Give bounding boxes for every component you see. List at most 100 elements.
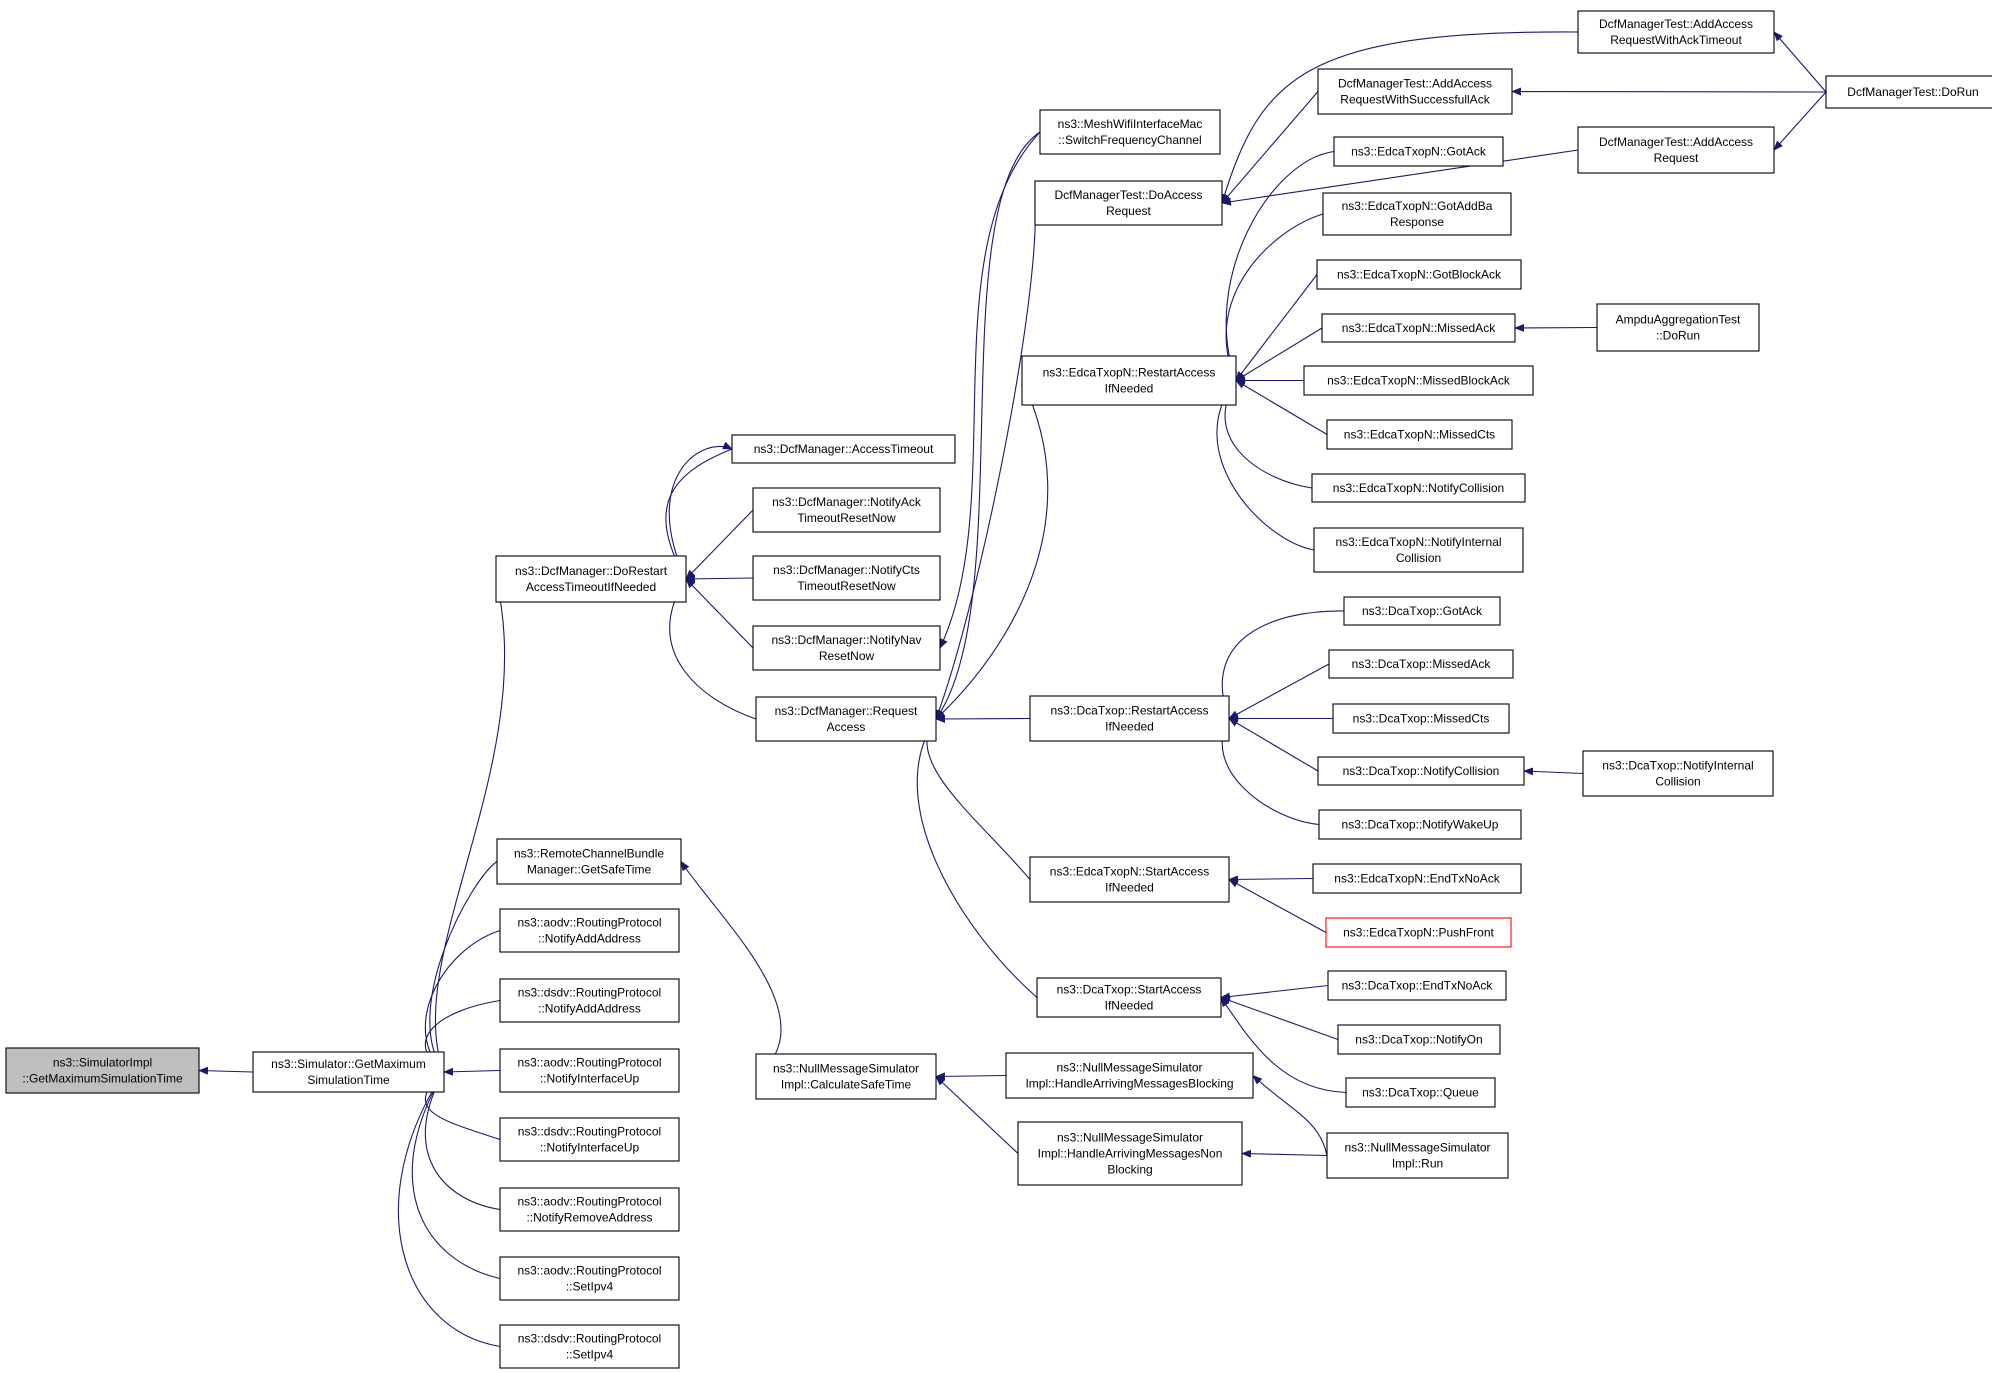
node-box[interactable] [1021, 355, 1237, 406]
node-box[interactable] [752, 625, 941, 671]
graph-node[interactable]: ns3::DcaTxop::EndTxNoAck [1327, 970, 1507, 1001]
node-box[interactable] [731, 434, 956, 464]
graph-node[interactable]: ns3::DcaTxop::Queue [1345, 1077, 1496, 1108]
node-box[interactable] [1328, 649, 1514, 679]
graph-node[interactable]: ns3::DcaTxop::NotifyCollision [1317, 756, 1525, 786]
node-box[interactable] [499, 1256, 680, 1301]
node-box[interactable] [1317, 756, 1525, 786]
graph-node[interactable]: ns3::EdcaTxopN::EndTxNoAck [1312, 863, 1522, 894]
node-box[interactable] [499, 1117, 680, 1162]
graph-node[interactable]: ns3::dsdv::RoutingProtocol::SetIpv4 [499, 1324, 680, 1369]
graph-node[interactable]: ns3::EdcaTxopN::MissedBlockAck [1303, 365, 1534, 396]
node-box[interactable] [1312, 863, 1522, 894]
node-box[interactable] [1333, 136, 1504, 167]
node-box[interactable] [755, 1053, 937, 1100]
node-box[interactable] [1039, 109, 1221, 155]
graph-node[interactable]: ns3::DcaTxop::MissedAck [1328, 649, 1514, 679]
graph-node[interactable]: ns3::aodv::RoutingProtocol::NotifyInterf… [499, 1048, 680, 1093]
graph-node[interactable]: ns3::EdcaTxopN::GotAck [1333, 136, 1504, 167]
graph-node[interactable]: ns3::DcaTxop::GotAck [1343, 596, 1501, 626]
graph-node[interactable]: DcfManagerTest::AddAccessRequestWithAckT… [1577, 10, 1775, 54]
node-box[interactable] [1303, 365, 1534, 396]
node-box[interactable] [1326, 419, 1513, 450]
graph-node[interactable]: DcfManagerTest::AddAccessRequestWithSucc… [1317, 68, 1513, 115]
graph-node[interactable]: ns3::NullMessageSimulatorImpl::Calculate… [755, 1053, 937, 1100]
node-box[interactable] [1337, 1024, 1501, 1055]
graph-node[interactable]: ns3::EdcaTxopN::MissedAck [1321, 313, 1516, 343]
node-box[interactable] [1029, 856, 1230, 903]
graph-node[interactable]: ns3::aodv::RoutingProtocol::NotifyAddAdd… [499, 908, 680, 953]
graph-node[interactable]: ns3::DcfManager::NotifyAckTimeoutResetNo… [752, 487, 941, 533]
node-box[interactable] [1316, 259, 1522, 290]
node-box[interactable] [1029, 695, 1230, 742]
graph-node[interactable]: ns3::MeshWifiInterfaceMac::SwitchFrequen… [1039, 109, 1221, 155]
node-box[interactable] [1005, 1052, 1254, 1099]
node-box[interactable] [1577, 10, 1775, 54]
graph-node[interactable]: ns3::DcfManager::NotifyCtsTimeoutResetNo… [752, 555, 941, 601]
node-box[interactable] [1327, 970, 1507, 1001]
graph-node[interactable]: ns3::DcaTxop::MissedCts [1332, 703, 1510, 734]
node-box[interactable] [252, 1051, 445, 1093]
node-box[interactable] [499, 1048, 680, 1093]
graph-node[interactable]: ns3::SimulatorImpl::GetMaximumSimulation… [5, 1047, 200, 1094]
graph-node[interactable]: ns3::NullMessageSimulatorImpl::HandleArr… [1005, 1052, 1254, 1099]
graph-node[interactable]: ns3::DcfManager::AccessTimeout [731, 434, 956, 464]
node-box[interactable] [1582, 750, 1774, 797]
node-box[interactable] [496, 838, 682, 885]
node-box[interactable] [1321, 313, 1516, 343]
node-box[interactable] [1343, 596, 1501, 626]
node-box[interactable] [1332, 703, 1510, 734]
node-box[interactable] [499, 1187, 680, 1232]
node-box[interactable] [1311, 473, 1526, 503]
node-box[interactable] [1326, 1132, 1509, 1179]
graph-node[interactable]: ns3::EdcaTxopN::NotifyCollision [1311, 473, 1526, 503]
node-box[interactable] [5, 1047, 200, 1094]
node-box[interactable] [1322, 192, 1512, 236]
graph-node[interactable]: DcfManagerTest::DoRun [1825, 75, 1992, 109]
node-box[interactable] [752, 487, 941, 533]
node-box[interactable] [755, 696, 937, 742]
node-box[interactable] [1017, 1121, 1243, 1186]
node-box[interactable] [1318, 809, 1522, 840]
node-box[interactable] [1036, 977, 1222, 1018]
graph-node[interactable]: ns3::Simulator::GetMaximumSimulationTime [252, 1051, 445, 1093]
graph-node[interactable]: ns3::RemoteChannelBundleManager::GetSafe… [496, 838, 682, 885]
graph-node[interactable]: ns3::EdcaTxopN::PushFront [1325, 917, 1512, 948]
graph-node[interactable]: ns3::DcaTxop::NotifyWakeUp [1318, 809, 1522, 840]
node-box[interactable] [1317, 68, 1513, 115]
node-box[interactable] [1825, 75, 1992, 109]
node-box[interactable] [1596, 303, 1760, 352]
graph-node[interactable]: ns3::aodv::RoutingProtocol::NotifyRemove… [499, 1187, 680, 1232]
graph-node[interactable]: ns3::EdcaTxopN::GotBlockAck [1316, 259, 1522, 290]
graph-node[interactable]: ns3::aodv::RoutingProtocol::SetIpv4 [499, 1256, 680, 1301]
node-box[interactable] [499, 908, 680, 953]
node-box[interactable] [495, 555, 687, 603]
graph-node[interactable]: AmpduAggregationTest::DoRun [1596, 303, 1760, 352]
graph-node[interactable]: ns3::DcaTxop::NotifyOn [1337, 1024, 1501, 1055]
graph-node[interactable]: ns3::DcfManager::DoRestartAccessTimeoutI… [495, 555, 687, 603]
graph-node[interactable]: ns3::EdcaTxopN::MissedCts [1326, 419, 1513, 450]
node-box[interactable] [1325, 917, 1512, 948]
node-box[interactable] [1034, 180, 1223, 226]
node-box[interactable] [1345, 1077, 1496, 1108]
node-box[interactable] [1577, 126, 1775, 174]
node-box[interactable] [499, 978, 680, 1023]
graph-node[interactable]: ns3::dsdv::RoutingProtocol::NotifyAddAdd… [499, 978, 680, 1023]
graph-node[interactable]: ns3::dsdv::RoutingProtocol::NotifyInterf… [499, 1117, 680, 1162]
graph-node[interactable]: ns3::NullMessageSimulatorImpl::HandleArr… [1017, 1121, 1243, 1186]
node-box[interactable] [752, 555, 941, 601]
node-box[interactable] [1313, 527, 1524, 573]
node-box[interactable] [499, 1324, 680, 1369]
